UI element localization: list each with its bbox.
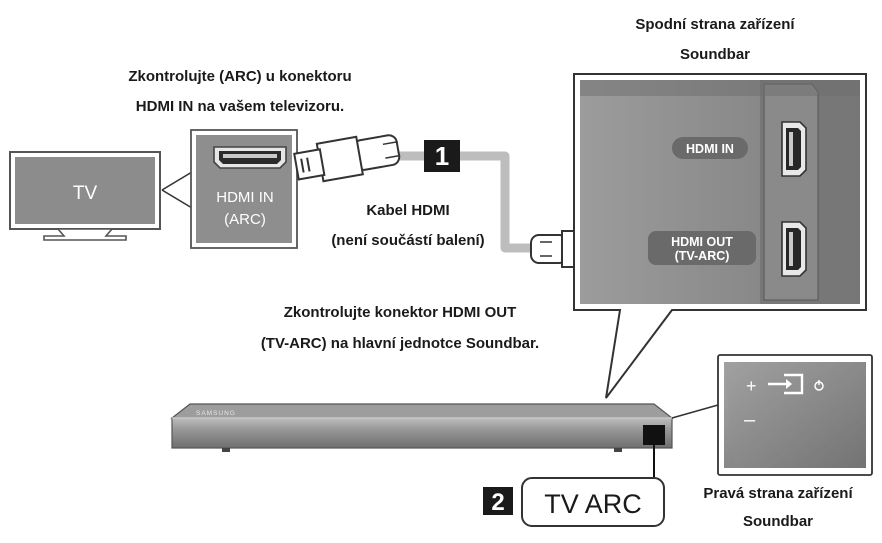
step1-badge	[424, 140, 460, 172]
tv-illustration: TV	[9, 151, 161, 241]
right-side-title-line1: Pravá strana zařízení	[703, 485, 853, 502]
tv-arc-box	[521, 477, 665, 527]
tv-hdmi-port-panel: HDMI IN (ARC)	[190, 129, 298, 249]
check-soundbar-line2: (TV-ARC) na hlavní jednotce Soundbar.	[260, 335, 540, 352]
soundbar-bottom-callout: HDMI IN HDMI OUT (TV-ARC)	[573, 73, 867, 399]
soundbar-port-area	[643, 425, 665, 445]
cable-label: Kabel HDMI (není součástí balení)	[318, 196, 498, 256]
check-soundbar-line1: Zkontrolujte konektor HDMI OUT	[283, 304, 517, 321]
soundbar-front	[171, 417, 673, 449]
tv-label: TV	[73, 183, 98, 204]
soundbar-top	[170, 403, 674, 419]
tv-port-label-line1: HDMI IN	[216, 189, 274, 206]
volume-plus-icon: +	[746, 376, 757, 396]
tv-screen	[15, 157, 155, 224]
cable-wire	[398, 151, 548, 253]
port-label-hdmi-out-line2: (TV-ARC)	[675, 249, 730, 263]
port-label-hdmi-out	[648, 231, 756, 265]
check-tv-line2: HDMI IN na vašem televizoru.	[135, 98, 345, 115]
right-side-title-line2: Soundbar	[743, 513, 813, 530]
cable-label-line1: Kabel HDMI	[366, 202, 450, 219]
check-soundbar-label: Zkontrolujte konektor HDMI OUT (TV-ARC) …	[225, 297, 575, 359]
tv-port-label-line2: (ARC)	[224, 211, 266, 228]
port-label-hdmi-in-text: HDMI IN	[686, 142, 734, 156]
step2-badge	[483, 487, 513, 515]
right-side-title: Pravá strana zařízení Soundbar	[680, 480, 876, 536]
soundbar-illustration: SAMSUNG	[170, 403, 674, 478]
soundbar-brand-logo: SAMSUNG	[196, 410, 236, 417]
source-input-icon	[768, 373, 804, 395]
step1-number: 1	[435, 141, 449, 171]
port-label-hdmi-out-line1: HDMI OUT	[671, 235, 733, 249]
right-side-pointer	[671, 404, 719, 419]
soundbar-foot-right	[614, 448, 622, 452]
check-tv-label: Zkontrolujte (ARC) u konektoru HDMI IN n…	[95, 62, 385, 122]
soundbar-foot-left	[222, 448, 230, 452]
tv-zoom-pointer	[161, 171, 193, 209]
step2-number: 2	[491, 489, 504, 516]
tv-arc-label: TV ARC	[544, 489, 642, 519]
bottom-side-title: Spodní strana zařízení Soundbar	[600, 10, 830, 70]
right-side-panel: + –	[717, 354, 873, 476]
tv-hdmi-socket-pins	[223, 154, 277, 158]
cable-label-line2: (není součástí balení)	[331, 232, 485, 249]
bottom-side-title-line2: Soundbar	[680, 46, 750, 63]
bottom-side-title-line1: Spodní strana zařízení	[635, 16, 795, 33]
cable-connector-tv	[293, 134, 401, 183]
port-label-hdmi-in	[672, 137, 748, 159]
tv-stand	[43, 228, 127, 241]
volume-minus-icon: –	[744, 409, 756, 431]
power-icon	[814, 380, 824, 391]
check-tv-line1: Zkontrolujte (ARC) u konektoru	[128, 68, 352, 85]
